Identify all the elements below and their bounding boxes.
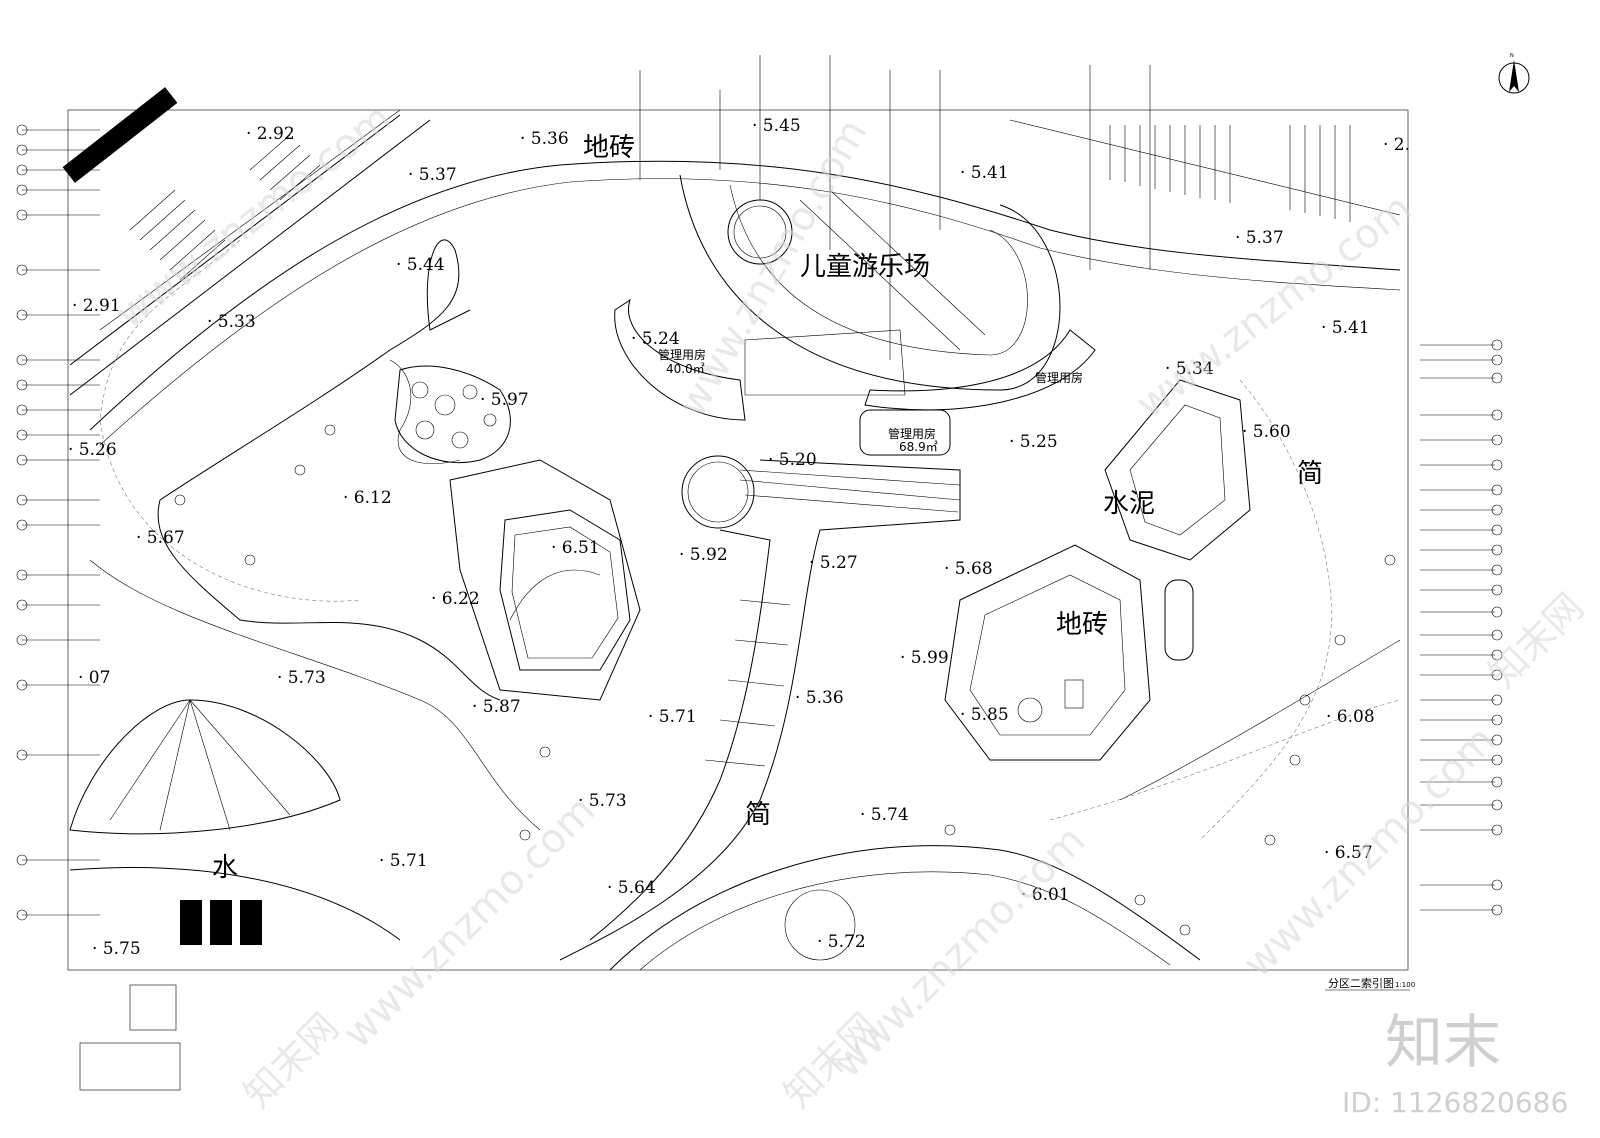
watermark-layer: www.znzmo.com www.znzmo.com www.znzmo.co… <box>108 95 1592 1119</box>
legend-box <box>79 1042 181 1091</box>
elevation-label: · 5.73 <box>578 791 627 811</box>
watermark-site: www.znzmo.com <box>335 787 605 1057</box>
right-diamond <box>1104 379 1251 661</box>
circular-plaza <box>681 455 755 529</box>
elevation-label: · 5.37 <box>1235 228 1284 248</box>
elevation-label: · 5.44 <box>396 255 445 275</box>
elevation-label: · 5.87 <box>472 697 521 717</box>
road-top-right <box>1009 119 1401 222</box>
drawing-title-block: 分区二索引图 1:100 <box>1325 976 1415 991</box>
north-label: N <box>1510 53 1514 59</box>
elevation-label: · 6.12 <box>343 488 392 508</box>
elevation-label: · 5.68 <box>944 559 993 579</box>
elevation-label: · 6.51 <box>551 538 600 558</box>
elevation-label: · 5.71 <box>648 707 697 727</box>
elevation-label: · 5.92 <box>679 545 728 565</box>
elevation-label: · 5.85 <box>960 705 1009 725</box>
road-top-left <box>62 87 431 396</box>
elevation-label: · 5.71 <box>379 851 428 871</box>
elevation-label: · 5.20 <box>768 450 817 470</box>
black-bar <box>62 87 178 183</box>
zone-playground: 儿童游乐场 <box>800 252 930 282</box>
watermark-brand: 知末网 <box>1480 585 1592 697</box>
elevation-label: · 5.72 <box>817 932 866 952</box>
elevation-label: · 5.26 <box>68 440 117 460</box>
watermark-site: www.znzmo.com <box>1235 717 1505 987</box>
elevation-label: · 5.99 <box>900 648 949 668</box>
room-3-area: 68.9㎡ <box>899 440 938 454</box>
elevation-label: · 5.37 <box>408 165 457 185</box>
elevation-label: · 6.08 <box>1326 707 1375 727</box>
zone-tile-right: 地砖 <box>1056 610 1108 640</box>
room-1-area: 40.0㎡ <box>666 362 705 376</box>
elevation-label: · 5.45 <box>752 116 801 136</box>
tree-symbols <box>174 424 1396 936</box>
drawing-title: 分区二索引图 <box>1328 976 1394 990</box>
elevation-label: · 5.75 <box>92 939 141 959</box>
north-arrow-icon: N <box>1498 53 1530 94</box>
left-paths <box>89 239 541 831</box>
drawing-scale: 1:100 <box>1395 981 1415 989</box>
left-callout-column <box>16 124 100 921</box>
watermark-brand: 知末网 <box>235 1005 347 1117</box>
watermark-site: www.znzmo.com <box>1128 185 1421 428</box>
elevation-label: · 6.22 <box>431 589 480 609</box>
promenade-arc <box>89 160 1401 446</box>
elevation-label: · 2. <box>1383 135 1410 155</box>
elevation-label: · 5.25 <box>1009 432 1058 452</box>
central-pentagon <box>449 459 641 701</box>
bottom-curves <box>609 379 1401 971</box>
elevation-label: · 5.73 <box>277 668 326 688</box>
zone-simple-mid: 简 <box>745 800 771 830</box>
elevation-label: · 5.41 <box>1321 318 1370 338</box>
right-callout-column <box>1420 339 1503 916</box>
room-2-name: 管理用房 <box>1035 370 1083 385</box>
elevation-label: · 2.91 <box>72 296 121 316</box>
elevation-label: · 5.97 <box>480 390 529 410</box>
elevation-label: · 5.33 <box>207 312 256 332</box>
rock-garden <box>394 365 511 464</box>
elevation-label: · 5.41 <box>960 163 1009 183</box>
right-hexagon <box>944 544 1151 761</box>
elevation-label: · 5.60 <box>1242 422 1291 442</box>
paved-walkway <box>559 459 961 961</box>
elevation-markers: · 2.92 · 5.36 · 5.45 · 5.41 · 2. · 5.37 … <box>68 116 1410 959</box>
room-3-name: 管理用房 <box>888 426 936 441</box>
top-callout-leaders <box>639 55 1151 360</box>
zone-tile-top: 地砖 <box>583 133 635 163</box>
elevation-label: · 5.67 <box>136 528 185 548</box>
elevation-label: · 5.36 <box>520 129 569 149</box>
room-1-name: 管理用房 <box>658 347 706 362</box>
elevation-label: · 6.01 <box>1021 885 1070 905</box>
elevation-label: · 5.34 <box>1165 359 1214 379</box>
zone-simple-right: 简 <box>1297 459 1323 489</box>
watermark-logo: 知末 <box>1385 1008 1501 1076</box>
elevation-label: · 6.57 <box>1324 843 1373 863</box>
watermark-id: ID: 1126820686 <box>1342 1086 1568 1119</box>
zone-concrete: 水泥 <box>1103 489 1155 519</box>
water-fan <box>69 699 401 945</box>
elevation-label: · 5.36 <box>795 688 844 708</box>
drawing-frame <box>67 109 1409 971</box>
zone-water: 水 <box>212 853 238 883</box>
legend-box <box>129 984 177 1031</box>
management-rooms <box>614 298 1096 456</box>
elevation-label: · 5.74 <box>860 805 909 825</box>
elevation-label: · 5.64 <box>607 878 656 898</box>
elevation-label: · 5.27 <box>809 553 858 573</box>
elevation-label: · 5.24 <box>631 329 680 349</box>
elevation-label: · 07 <box>78 668 110 688</box>
elevation-label: · 2.92 <box>246 124 295 144</box>
